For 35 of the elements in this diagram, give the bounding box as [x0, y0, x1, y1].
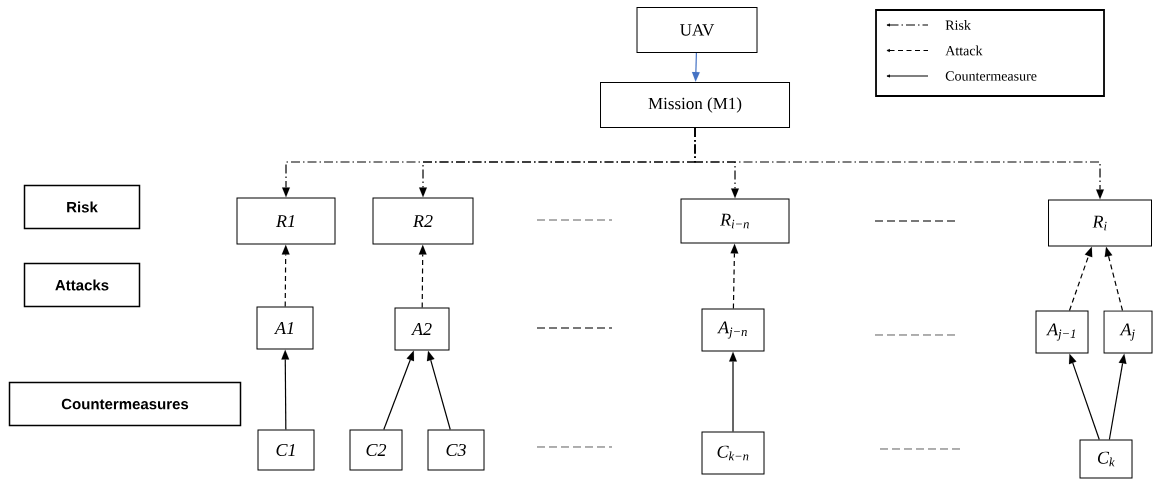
- element-box: C$_{k}$: [1079, 439, 1133, 479]
- arrow: [694, 127, 1104, 200]
- element-box: C2: [349, 429, 403, 471]
- row-label-box: Risk: [23, 184, 141, 230]
- element-box: R$_{i}$: [1048, 199, 1152, 247]
- process-box: UAV: [636, 7, 758, 53]
- element-box: A$_{j−n}$: [701, 308, 765, 352]
- arrow: [1108, 353, 1127, 441]
- legend-label: Risk: [945, 20, 971, 30]
- arrow: [1068, 246, 1093, 312]
- arrow: [1068, 353, 1100, 441]
- row-label-box: Attacks: [23, 262, 141, 308]
- arrow: [730, 243, 739, 310]
- element-box: R1: [236, 197, 336, 245]
- arrow: [383, 350, 415, 431]
- element-box: R2: [372, 197, 474, 245]
- arrow: [281, 349, 290, 431]
- process-box: Mission (M1): [600, 82, 790, 128]
- row-label-box: Countermeasures: [8, 381, 242, 427]
- element-box: C3: [427, 429, 485, 471]
- element-box: C$_{k−n}$: [701, 431, 765, 475]
- arrow: [691, 52, 700, 82]
- legend-label: Attack: [945, 45, 983, 56]
- element-box: A1: [256, 306, 314, 350]
- element-box: A$_{j−1}$: [1035, 310, 1089, 354]
- element-box: A$_{j}$: [1103, 310, 1153, 354]
- element-box: A2: [394, 307, 450, 351]
- arrow: [426, 350, 451, 431]
- arrow: [729, 351, 737, 433]
- arrow: [1104, 246, 1124, 312]
- arrow: [281, 244, 290, 308]
- element-box: C1: [257, 429, 315, 471]
- legend-label: Countermeasure: [945, 71, 1037, 81]
- arrow: [418, 244, 427, 309]
- element-box: R$_{i−n}$: [680, 198, 790, 244]
